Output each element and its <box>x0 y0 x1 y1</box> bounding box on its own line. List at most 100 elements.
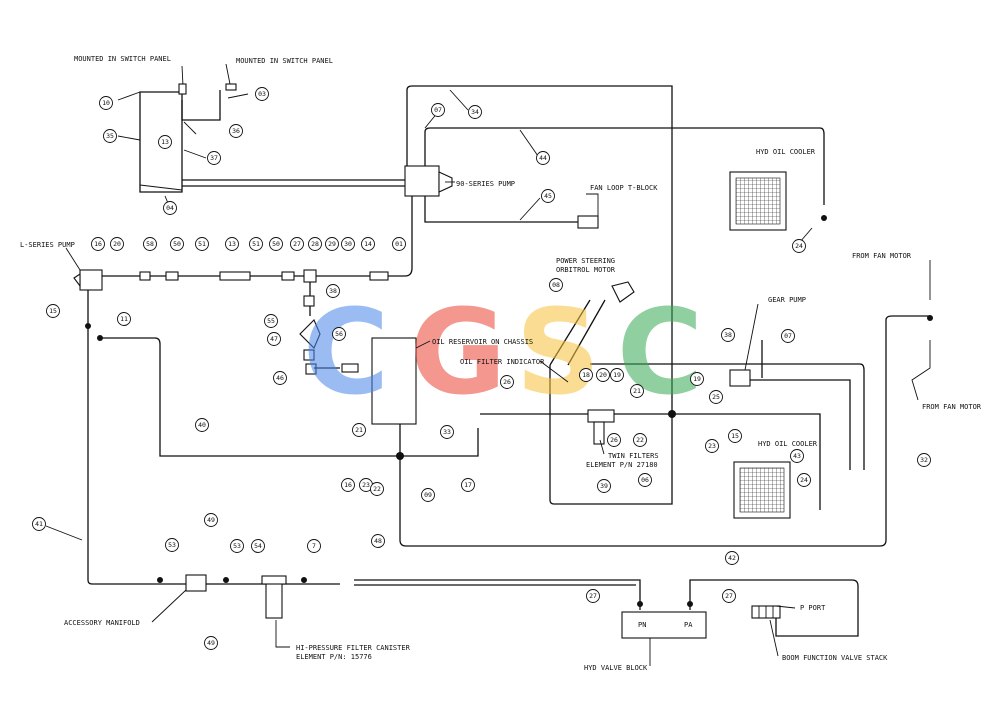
fan-loop-t-block <box>577 215 599 229</box>
callout-33: 33 <box>440 425 454 439</box>
svg-text:16: 16 <box>94 240 102 248</box>
callout-49: 49 <box>204 513 218 527</box>
label-power-steering-1: POWER STEERING <box>556 257 615 265</box>
svg-text:53: 53 <box>233 542 241 550</box>
svg-text:29: 29 <box>328 240 336 248</box>
svg-text:19: 19 <box>693 375 701 383</box>
callout-36: 36 <box>229 124 243 138</box>
callout-06: 06 <box>638 473 652 487</box>
svg-text:14: 14 <box>364 240 372 248</box>
callout-37: 37 <box>207 151 221 165</box>
callout-13: 13 <box>158 135 172 149</box>
callout-09: 09 <box>421 488 435 502</box>
svg-text:50: 50 <box>173 240 181 248</box>
svg-text:07: 07 <box>784 332 792 340</box>
label-port-pa: PA <box>684 621 693 629</box>
label-reservoir: OIL RESERVOIR ON CHASSIS <box>432 338 533 346</box>
callout-58: 58 <box>143 237 157 251</box>
watermark-letter-3: S <box>516 283 601 421</box>
svg-text:54: 54 <box>254 542 262 550</box>
svg-text:28: 28 <box>311 240 319 248</box>
svg-text:15: 15 <box>49 307 57 315</box>
svg-text:26: 26 <box>503 378 511 386</box>
callout-44: 44 <box>536 151 550 165</box>
svg-text:07: 07 <box>434 106 442 114</box>
callout-53: 53 <box>165 538 179 552</box>
svg-text:24: 24 <box>795 242 803 250</box>
callout-51b: 51 <box>249 237 263 251</box>
svg-text:06: 06 <box>641 476 649 484</box>
svg-text:49: 49 <box>207 639 215 647</box>
callout-26: 26 <box>500 375 514 389</box>
callout-15: 15 <box>46 304 60 318</box>
svg-text:39: 39 <box>600 482 608 490</box>
svg-text:35: 35 <box>106 132 114 140</box>
svg-text:38: 38 <box>724 331 732 339</box>
callout-40: 40 <box>195 418 209 432</box>
callout-50: 50 <box>170 237 184 251</box>
callout-30: 30 <box>341 237 355 251</box>
svg-text:22: 22 <box>636 436 644 444</box>
svg-text:49: 49 <box>207 516 215 524</box>
svg-text:20: 20 <box>113 240 121 248</box>
callout-18: 18 <box>579 368 593 382</box>
components <box>73 83 933 639</box>
callout-17: 17 <box>461 478 475 492</box>
callout-43: 43 <box>790 449 804 463</box>
label-90-series-pump: 90-SERIES PUMP <box>456 180 515 188</box>
svg-text:11: 11 <box>120 315 128 323</box>
callout-46: 46 <box>273 371 287 385</box>
callout-27: 27 <box>290 237 304 251</box>
callout-11: 11 <box>117 312 131 326</box>
label-l-series-pump: L-SERIES PUMP <box>20 241 75 249</box>
callout-23: 23 <box>705 439 719 453</box>
svg-text:27: 27 <box>589 592 597 600</box>
svg-text:34: 34 <box>471 108 479 116</box>
svg-text:42: 42 <box>728 554 736 562</box>
svg-text:37: 37 <box>210 154 218 162</box>
svg-text:44: 44 <box>539 154 547 162</box>
callout-21: 21 <box>630 384 644 398</box>
watermark: C G S C <box>303 283 704 421</box>
watermark-letter-4: C <box>617 283 704 421</box>
l-series-pump <box>79 269 103 291</box>
callout-22b: 22 <box>370 482 384 496</box>
callout-38: 38 <box>326 284 340 298</box>
svg-text:20: 20 <box>599 371 607 379</box>
svg-text:21: 21 <box>633 387 641 395</box>
power-steering-motor <box>611 281 635 303</box>
callout-27c: 27 <box>722 589 736 603</box>
svg-text:17: 17 <box>464 481 472 489</box>
label-boom-stack: BOOM FUNCTION VALVE STACK <box>782 654 888 662</box>
svg-text:23: 23 <box>708 442 716 450</box>
watermark-letter-1: C <box>303 283 390 421</box>
callout-28: 28 <box>308 237 322 251</box>
callout-19b: 19 <box>690 372 704 386</box>
callout-01: 01 <box>392 237 406 251</box>
label-valve-block: HYD VALVE BLOCK <box>584 664 648 672</box>
callout-7: 7 <box>307 539 321 553</box>
svg-text:36: 36 <box>232 127 240 135</box>
callout-10: 10 <box>99 96 113 110</box>
callout-34: 34 <box>468 105 482 119</box>
svg-text:01: 01 <box>395 240 403 248</box>
svg-text:08: 08 <box>552 281 560 289</box>
callout-25: 25 <box>709 390 723 404</box>
callout-20b: 20 <box>596 368 610 382</box>
svg-text:27: 27 <box>293 240 301 248</box>
callout-32: 32 <box>917 453 931 467</box>
svg-text:24: 24 <box>800 476 808 484</box>
svg-text:51: 51 <box>252 240 260 248</box>
gear-pump <box>729 369 751 387</box>
callout-53b: 53 <box>230 539 244 553</box>
svg-text:45: 45 <box>544 192 552 200</box>
label-twin-filters-2: ELEMENT P/N 27180 <box>586 461 658 469</box>
svg-text:7: 7 <box>312 542 316 550</box>
label-hp-filter-1: HI-PRESSURE FILTER CANISTER <box>296 644 411 652</box>
svg-text:16: 16 <box>344 481 352 489</box>
svg-text:21: 21 <box>355 426 363 434</box>
svg-text:33: 33 <box>443 428 451 436</box>
callout-20: 20 <box>110 237 124 251</box>
callout-27b: 27 <box>586 589 600 603</box>
callout-48: 48 <box>371 534 385 548</box>
